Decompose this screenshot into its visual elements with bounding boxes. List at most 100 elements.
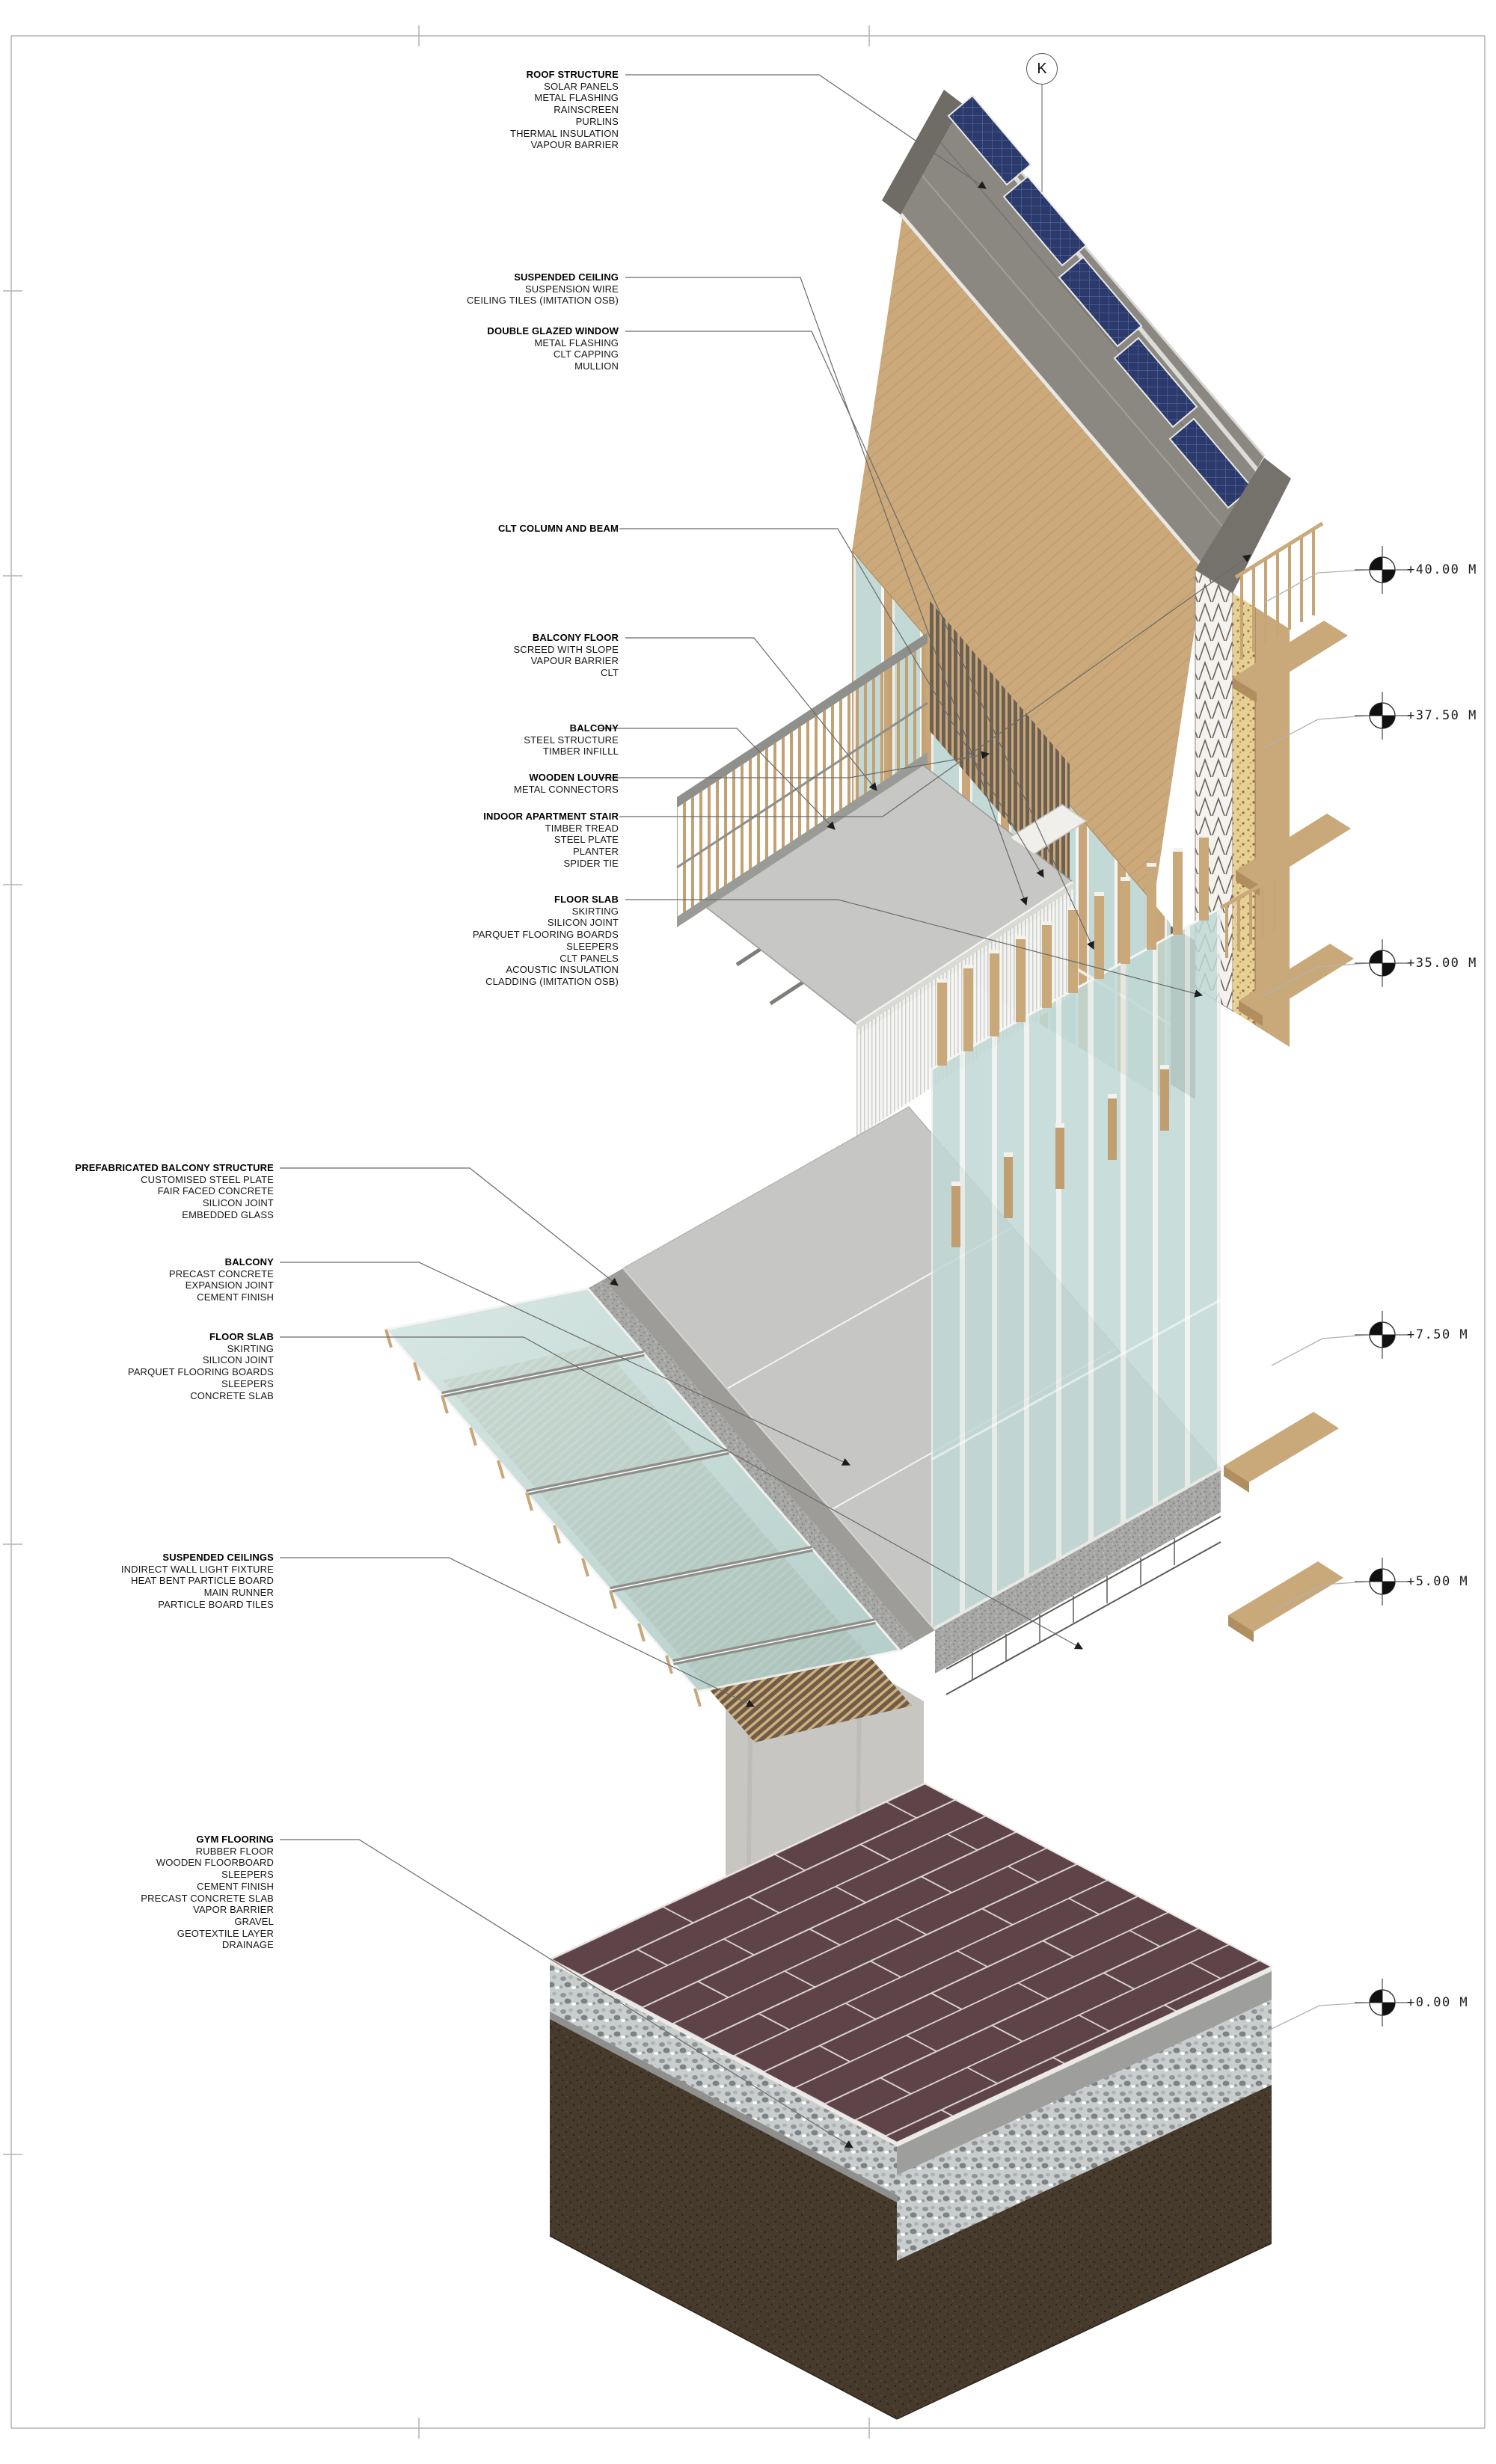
elevation-label: +37.50 M	[1407, 708, 1477, 723]
annotation-line: TIMBER INFILLL	[542, 746, 619, 758]
annotation-title: GYM FLOORING	[196, 1834, 274, 1845]
annotation-title: BALCONY	[569, 722, 619, 734]
annotation-line: SLEEPERS	[221, 1869, 274, 1881]
level-symbol-icon	[1355, 1311, 1410, 1359]
lower-detail	[384, 834, 1343, 1974]
annotation-line: THERMAL INSULATION	[510, 127, 619, 139]
annotation-line: GRAVEL	[234, 1915, 274, 1927]
balcony-fascia	[604, 1268, 935, 1641]
concrete-slab-edge	[935, 1469, 1221, 1674]
annotation-line: PRECAST CONCRETE SLAB	[141, 1892, 274, 1904]
elevation-label: +35.00 M	[1407, 956, 1477, 971]
annotation-line: STEEL PLATE	[554, 834, 619, 846]
annotation-line: SPIDER TIE	[563, 857, 619, 869]
sheet-frame	[3, 25, 1486, 2439]
annotation-line: CEMENT FINISH	[197, 1880, 274, 1892]
annotation-line: PLANTER	[572, 846, 619, 858]
eave-return	[1195, 458, 1291, 593]
section-marker-label: K	[1037, 60, 1047, 77]
upper-detail	[676, 90, 1354, 1137]
section-marker-k: K	[1026, 53, 1058, 85]
elevation-marker: +5.00 M	[1349, 1548, 1468, 1615]
elevation-marker: +37.50 M	[1349, 682, 1477, 749]
annotation-line: PARQUET FLOORING BOARDS	[127, 1366, 274, 1378]
annotation-line: SOLAR PANELS	[544, 80, 619, 92]
glass-facade-wall	[931, 906, 1221, 1632]
level-symbol-icon	[1355, 1558, 1410, 1606]
fascia-highlight	[622, 1268, 936, 1631]
elevation-leader-lines	[1262, 569, 1368, 2033]
canopy-edge-posts	[384, 1329, 702, 1707]
annotation-line: EXPANSION JOINT	[185, 1279, 274, 1291]
wall-railing	[1219, 867, 1290, 958]
elevation-label: +40.00 M	[1407, 562, 1477, 577]
annotation-line: HEAT BENT PARTICLE BOARD	[131, 1575, 274, 1587]
annotation-line: SKIRTING	[227, 1342, 274, 1354]
annotation-line: SKIRTING	[571, 905, 619, 917]
elevation-label: +0.00 M	[1407, 1995, 1469, 2010]
annotation-line: CEMENT FINISH	[197, 1291, 274, 1303]
annotation-line: SLEEPERS	[566, 940, 619, 952]
annotation-title: PREFABRICATED BALCONY STRUCTURE	[75, 1162, 274, 1173]
annotation-title: SUSPENDED CEILING	[514, 271, 619, 283]
annotation-title: BALCONY	[224, 1256, 274, 1268]
annotation-line: METAL FLASHING	[534, 92, 619, 104]
annotation-line: VAPOUR BARRIER	[530, 139, 619, 151]
ground-right-face	[897, 1967, 1272, 2419]
suspended-ceiling-grid	[945, 1516, 1221, 1695]
ridge-flashing	[882, 90, 963, 215]
level-symbol-icon	[1355, 692, 1410, 740]
elevation-label: +7.50 M	[1407, 1327, 1469, 1342]
clt-shelves	[1233, 621, 1354, 1026]
level-symbol-icon	[1355, 939, 1410, 987]
annotation-title: BALCONY FLOOR	[532, 632, 619, 643]
annotation-line: CLT CAPPING	[553, 348, 619, 360]
annotation-title: ROOF STRUCTURE	[526, 69, 619, 80]
annotation-line: SUSPENSION WIRE	[524, 283, 619, 295]
annotation-line: INDIRECT WALL LIGHT FIXTURE	[120, 1563, 274, 1575]
stair-balusters	[1234, 521, 1324, 660]
timber-fins	[937, 834, 1209, 1247]
level-symbol-icon	[1355, 546, 1410, 594]
metal-roof	[898, 103, 1266, 568]
annotation-line: PURLINS	[575, 115, 619, 127]
elevation-marker: +0.00 M	[1349, 1969, 1468, 2036]
annotation-line: DRAINAGE	[221, 1939, 274, 1951]
annotation-line: METAL CONNECTORS	[513, 783, 619, 795]
elevation-label: +5.00 M	[1407, 1574, 1469, 1589]
elevation-marker: +40.00 M	[1349, 536, 1477, 603]
annotation-line: SILICON JOINT	[202, 1197, 274, 1209]
annotation-line: PARTICLE BOARD TILES	[158, 1598, 274, 1610]
annotation-line: EMBEDDED GLASS	[182, 1208, 274, 1220]
canopy-glass	[384, 1287, 902, 1693]
annotation-title: CLT COLUMN AND BEAM	[498, 523, 619, 534]
annotation-line: PRECAST CONCRETE	[168, 1268, 274, 1279]
annotation-title: INDOOR APARTMENT STAIR	[483, 811, 619, 822]
annotation-line: STEEL STRUCTURE	[524, 734, 619, 746]
annotation-line: SLEEPERS	[221, 1377, 274, 1389]
annotation-line: METAL FLASHING	[534, 337, 619, 348]
elevation-marker: +35.00 M	[1349, 930, 1477, 997]
level-symbol-icon	[1355, 1979, 1410, 2027]
annotation-line: ACOUSTIC INSULATION	[506, 964, 619, 976]
planter	[1008, 804, 1088, 855]
annotation-line: RAINSCREEN	[554, 104, 619, 116]
annotation-line: VAPOUR BARRIER	[530, 655, 619, 667]
annotation-line: TIMBER TREAD	[545, 822, 619, 834]
annotation-line: CLT	[600, 667, 619, 679]
annotation-line: SILICON JOINT	[202, 1354, 274, 1366]
annotation-line: PARQUET FLOORING BOARDS	[472, 929, 619, 941]
annotation-leader-lines	[280, 74, 1251, 2148]
